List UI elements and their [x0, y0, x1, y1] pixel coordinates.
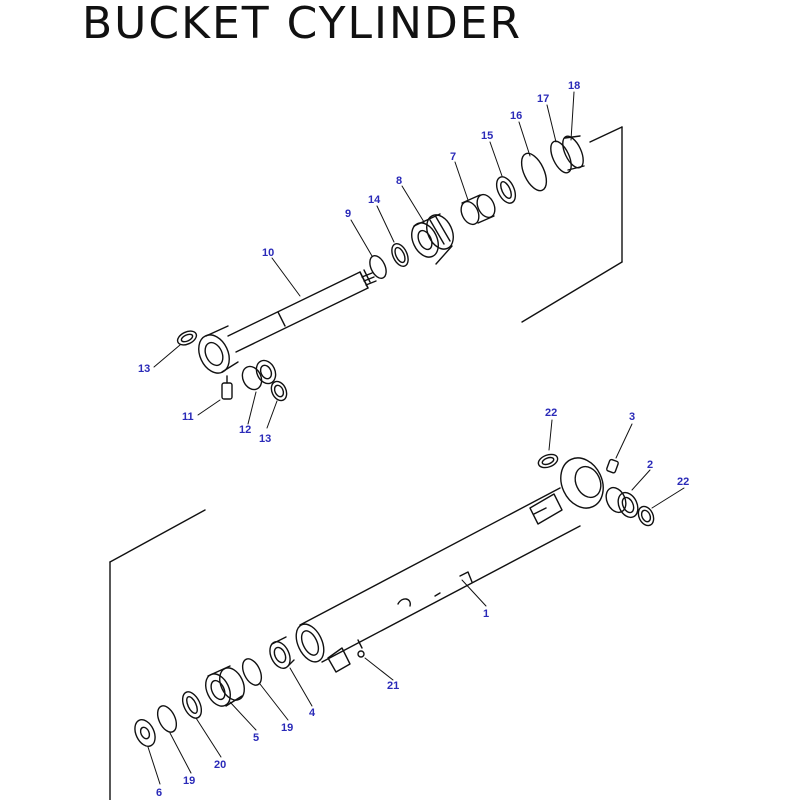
seal-18	[562, 135, 585, 171]
rod-dust-seal-b	[270, 380, 288, 402]
wear-ring	[495, 176, 517, 204]
piston	[411, 213, 454, 265]
callout-11: 11	[182, 411, 194, 423]
rod-dust-seal-a	[176, 330, 198, 346]
callout-labels: 18 17 16 15 7 8 14 9 10 13 11 12 13 22 3…	[138, 80, 689, 799]
upper-section-bracket	[521, 126, 623, 323]
callout-22a: 22	[545, 407, 557, 419]
callout-1: 1	[483, 608, 489, 620]
o-ring-19b	[156, 705, 178, 733]
plug	[357, 650, 365, 658]
callout-4: 4	[309, 707, 316, 719]
backup-ring-17	[550, 140, 572, 174]
tube-dust-seal-a	[537, 453, 559, 469]
rod-bushing	[241, 359, 277, 391]
callout-10: 10	[262, 247, 274, 259]
washer-6	[134, 719, 156, 747]
callout-12: 12	[239, 424, 251, 436]
callout-15: 15	[481, 130, 493, 142]
piston-rod	[198, 269, 377, 374]
cylinder-head	[269, 636, 295, 669]
callout-21: 21	[387, 680, 399, 692]
callout-19a: 19	[281, 722, 293, 734]
buffer-ring-5	[205, 665, 245, 707]
callout-14: 14	[368, 194, 381, 206]
callout-3: 3	[629, 411, 635, 423]
seal-20	[181, 691, 203, 719]
grease-fitting	[221, 375, 233, 400]
piston-nut	[460, 193, 496, 226]
callout-16: 16	[510, 110, 522, 122]
callout-19b: 19	[183, 775, 195, 787]
callout-18: 18	[568, 80, 580, 92]
tube-grease-fitting	[606, 458, 619, 474]
o-ring-16	[520, 152, 548, 192]
cylinder-tube	[295, 457, 604, 673]
callout-17: 17	[537, 93, 549, 105]
diagram-title: BUCKET CYLINDER	[82, 0, 523, 49]
callout-9: 9	[345, 208, 351, 220]
leader-lines	[147, 91, 685, 785]
ring	[391, 243, 409, 267]
callout-13a: 13	[138, 363, 150, 375]
lower-section-bracket	[109, 509, 206, 800]
callout-6: 6	[156, 787, 162, 799]
callout-8: 8	[396, 175, 402, 187]
callout-2: 2	[647, 459, 653, 471]
callout-22b: 22	[677, 476, 689, 488]
tube-bushing	[605, 486, 639, 519]
snap-ring	[369, 255, 387, 279]
callout-7: 7	[450, 151, 456, 163]
tube-dust-seal-b	[637, 505, 655, 527]
callout-5: 5	[253, 732, 259, 744]
rod-packing-19a	[241, 658, 263, 686]
callout-13b: 13	[259, 433, 271, 445]
callout-20: 20	[214, 759, 226, 771]
